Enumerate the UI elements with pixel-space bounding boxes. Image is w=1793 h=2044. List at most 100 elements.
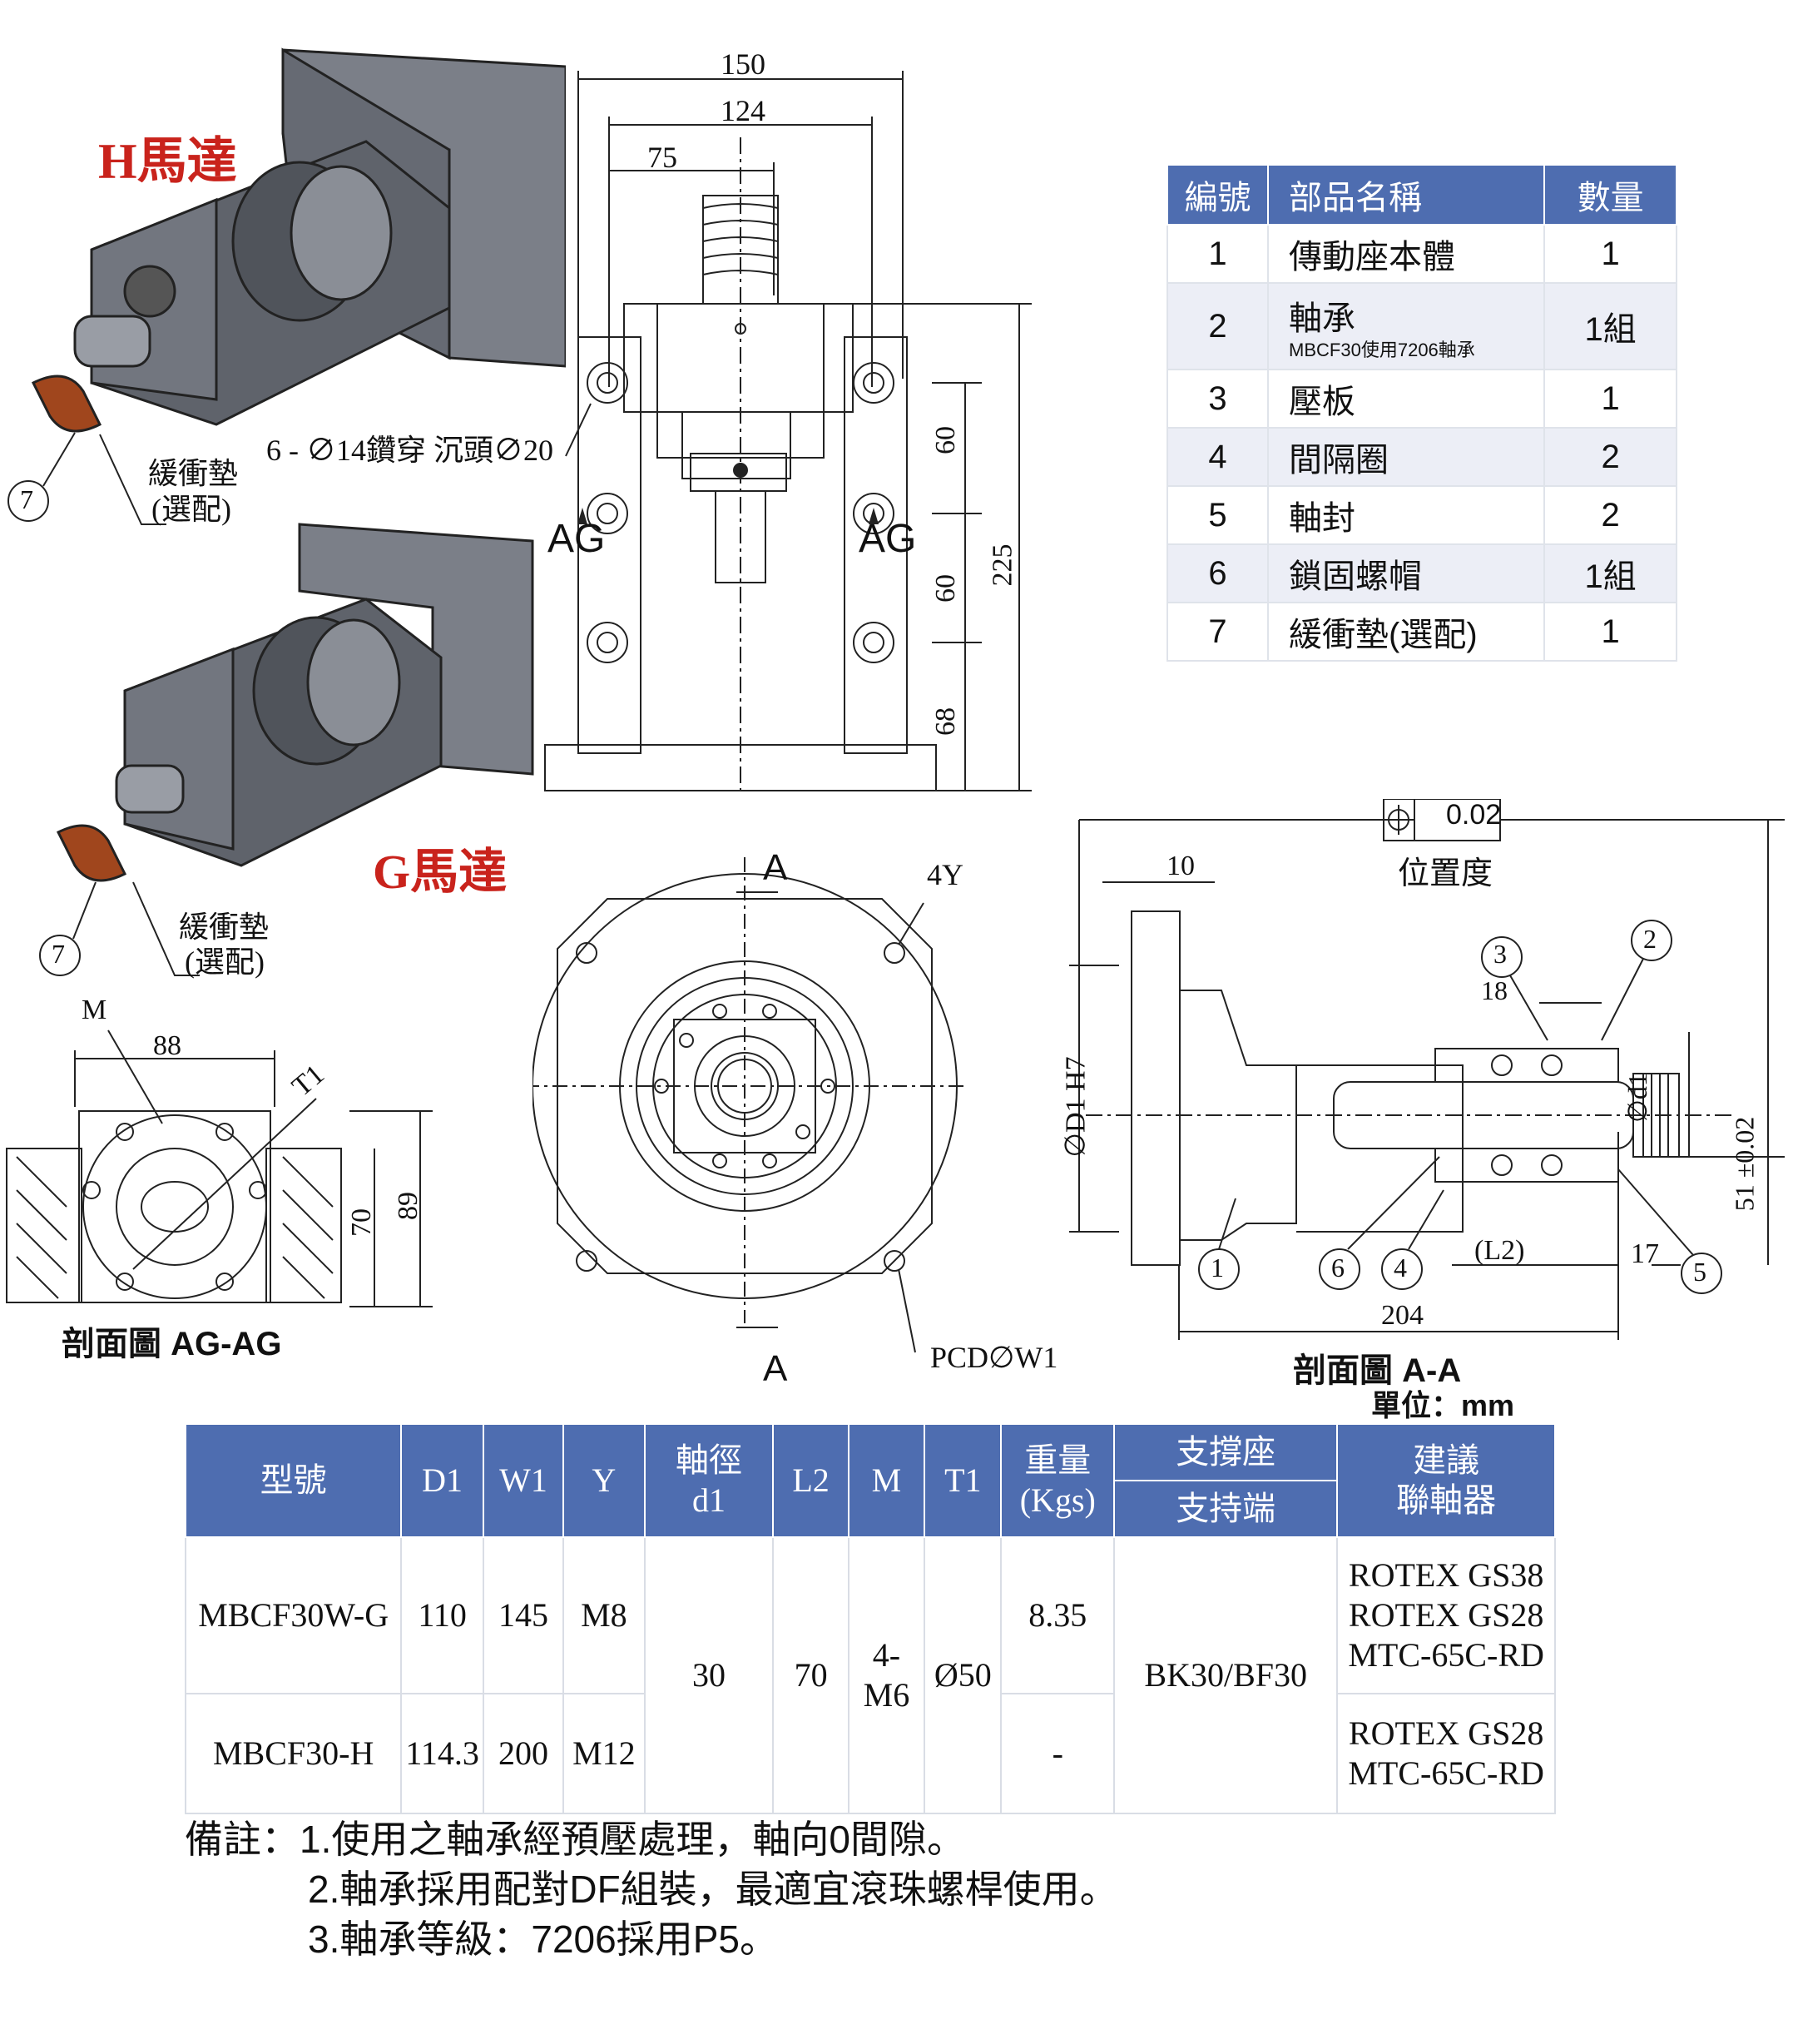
- callout-7-top: 7: [20, 484, 33, 514]
- dim-18: 18: [1481, 975, 1508, 1005]
- spec-header-coupling-1: 建議: [1413, 1441, 1480, 1479]
- dim-51: 51 ±0.02: [1729, 1116, 1760, 1212]
- spec-model: MBCF30-H: [184, 1693, 403, 1814]
- parts-header-qty: 數量: [1543, 164, 1677, 226]
- position-tolerance-label: 位置度: [1398, 856, 1493, 891]
- spec-coupling-item: MTC-65C-RD: [1348, 1754, 1544, 1792]
- parts-name-cell: 軸承 MBCF30使用7206軸承: [1267, 282, 1546, 370]
- dim-shaft-d1: ∅d1: [1622, 1073, 1652, 1123]
- spec-model: MBCF30W-G: [184, 1536, 403, 1694]
- spec-header-l2: L2: [772, 1423, 849, 1538]
- dim-150: 150: [721, 47, 765, 81]
- callout-5: 5: [1693, 1257, 1706, 1287]
- spec-m: 4-M6: [847, 1536, 926, 1814]
- h-motor-illustration: [31, 47, 566, 433]
- pcd-label: PCD∅W1: [930, 1341, 1058, 1374]
- parts-name: 軸承: [1289, 300, 1356, 337]
- h-motor-label: H馬達: [98, 134, 237, 189]
- unit-label: 單位：mm: [1371, 1388, 1515, 1422]
- spec-header-coupling-2: 聯軸器: [1396, 1481, 1497, 1519]
- spec-header-t1: T1: [924, 1423, 1003, 1538]
- spec-t1: Ø50: [924, 1536, 1003, 1814]
- callout-6: 6: [1331, 1253, 1345, 1282]
- parts-qty: 1組: [1543, 543, 1677, 603]
- flange-view-drawing: [532, 857, 965, 1353]
- dim-d1-h7: ∅D1 H7: [1060, 1056, 1092, 1158]
- dim-88: 88: [153, 1030, 181, 1061]
- buffer-pad-label-bottom: 緩衝墊: [179, 910, 270, 944]
- parts-row: 6 鎖固螺帽 1組: [1166, 543, 1677, 603]
- buffer-pad-label-top: 緩衝墊: [148, 457, 239, 490]
- dim-75: 75: [647, 141, 677, 174]
- spec-weight: 8.35: [1000, 1536, 1116, 1694]
- dim-l2: (L2): [1474, 1235, 1525, 1266]
- hole-note: 6 - ∅14鑽穿 沉頭∅20: [266, 434, 553, 467]
- callout-3: 3: [1493, 939, 1507, 969]
- dim-10: 10: [1166, 851, 1195, 881]
- parts-row: 4 間隔圈 2: [1166, 427, 1677, 487]
- parts-name: 鎖固螺帽: [1267, 543, 1546, 603]
- spec-l2: 70: [772, 1536, 849, 1814]
- callout-7-bottom: 7: [52, 939, 65, 969]
- spec-header-y: Y: [562, 1423, 646, 1538]
- g-motor-label: G馬達: [373, 845, 508, 899]
- dim-124: 124: [721, 94, 765, 127]
- buffer-pad-option-bottom: (選配): [185, 945, 265, 979]
- spec-row: MBCF30W-G 110 145 M8 30 70 4-M6 Ø50 8.35…: [184, 1536, 1556, 1814]
- spec-coupling: ROTEX GS38 ROTEX GS28 MTC-65C-RD: [1336, 1536, 1556, 1694]
- spec-table: 型號 D1 W1 Y 軸徑 d1 L2 M T1 重量 (Kgs) 支撐座 建議…: [184, 1423, 1556, 1814]
- spec-header-weight: 重量 (Kgs): [1000, 1423, 1116, 1538]
- spec-header-d1: D1: [400, 1423, 484, 1538]
- callout-leaders-left: [7, 432, 200, 976]
- spec-header-coupling: 建議 聯軸器: [1336, 1423, 1556, 1538]
- parts-row: 2 軸承 MBCF30使用7206軸承 1組: [1166, 282, 1677, 370]
- spec-coupling-item: ROTEX GS28: [1348, 1596, 1544, 1634]
- parts-no: 5: [1166, 485, 1270, 545]
- dim-89: 89: [393, 1192, 423, 1220]
- parts-header-name: 部品名稱: [1267, 164, 1546, 226]
- g-motor-illustration: [56, 523, 534, 882]
- dim-60a: 60: [930, 426, 961, 454]
- spec-header-shaft-1: 軸徑: [675, 1441, 742, 1479]
- dim-17: 17: [1631, 1238, 1659, 1269]
- section-a-marker-bottom: A: [763, 1348, 788, 1389]
- spec-w1: 200: [482, 1693, 565, 1814]
- parts-qty: 2: [1543, 485, 1677, 545]
- buffer-pad-option-top: (選配): [151, 493, 231, 526]
- parts-table: 編號 部品名稱 數量 1 傳動座本體 1 2 軸承 MBCF30使用7206軸承…: [1166, 164, 1677, 662]
- spec-header-w1: W1: [482, 1423, 565, 1538]
- parts-name: 間隔圈: [1267, 427, 1546, 487]
- tolerance-value: 0.02: [1446, 799, 1502, 831]
- callout-4: 4: [1394, 1253, 1407, 1282]
- parts-row: 7 緩衝墊(選配) 1: [1166, 602, 1677, 662]
- parts-no: 1: [1166, 224, 1270, 284]
- parts-no: 7: [1166, 602, 1270, 662]
- dim-70: 70: [346, 1208, 377, 1237]
- dim-68: 68: [930, 707, 961, 736]
- parts-qty: 1組: [1543, 282, 1677, 370]
- spec-d1: 114.3: [400, 1693, 484, 1814]
- section-aa-title: 剖面圖 A-A: [1293, 1352, 1462, 1389]
- section-a-marker-top: A: [763, 847, 788, 888]
- spec-header-m: M: [847, 1423, 926, 1538]
- parts-qty: 1: [1543, 602, 1677, 662]
- parts-name: 緩衝墊(選配): [1267, 602, 1546, 662]
- parts-row: 5 軸封 2: [1166, 485, 1677, 545]
- spec-coupling-item: MTC-65C-RD: [1348, 1636, 1544, 1674]
- section-aa-drawing: [1069, 799, 1785, 1340]
- notes-block: 備註：1.使用之軸承經預壓處理，軸向0間隙。 2.軸承採用配對DF組裝，最適宜滾…: [185, 1814, 1118, 1964]
- spec-shaft: 30: [643, 1536, 775, 1814]
- parts-no: 6: [1166, 543, 1270, 603]
- spec-header-support-1: 支撐座: [1113, 1423, 1339, 1481]
- section-ag-title: 剖面圖 AG-AG: [62, 1326, 282, 1362]
- spec-row: MBCF30-H 114.3 200 M12 - ROTEX GS28 MTC-…: [184, 1693, 1556, 1814]
- spec-weight: -: [1000, 1693, 1116, 1814]
- ag-marker-right: AG: [859, 517, 917, 561]
- note-2: 2.軸承採用配對DF組裝，最適宜滾珠螺桿使用。: [308, 1868, 1118, 1911]
- spec-y: M8: [562, 1536, 646, 1694]
- parts-name: 壓板: [1267, 369, 1546, 429]
- spec-d1: 110: [400, 1536, 484, 1694]
- parts-header-no: 編號: [1166, 164, 1270, 226]
- parts-row: 1 傳動座本體 1: [1166, 224, 1677, 284]
- front-view-drawing: [544, 71, 1032, 795]
